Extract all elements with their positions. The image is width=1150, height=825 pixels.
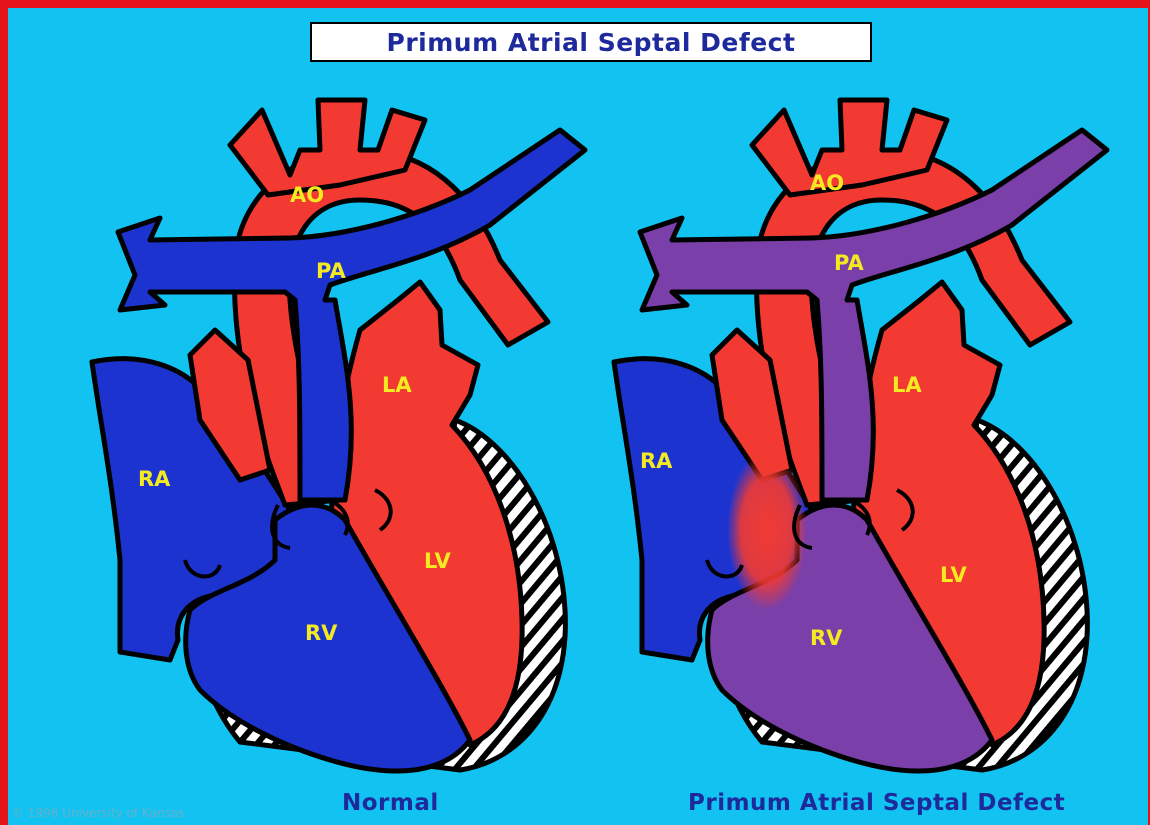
copyright-notice: © 1996 University of Kansas (12, 806, 184, 820)
normal-heart (92, 100, 585, 771)
defect-heart: AO PA LA RA LV RV (614, 100, 1107, 771)
normal-label-pa: PA (316, 259, 346, 283)
defect-label-lv: LV (940, 563, 967, 587)
normal-label-ra: RA (138, 467, 171, 491)
defect-label-la: LA (892, 373, 922, 397)
normal-label-rv: RV (305, 621, 338, 645)
defect-label-ao: AO (810, 171, 844, 195)
defect-label-ra: RA (640, 449, 673, 473)
normal-caption: Normal (342, 790, 439, 816)
normal-label-ao: AO (290, 183, 324, 207)
defect-label-pa: PA (834, 251, 864, 275)
normal-label-la: LA (382, 373, 412, 397)
normal-label-lv: LV (424, 549, 451, 573)
defect-label-rv: RV (810, 626, 843, 650)
defect-caption: Primum Atrial Septal Defect (688, 790, 1065, 816)
